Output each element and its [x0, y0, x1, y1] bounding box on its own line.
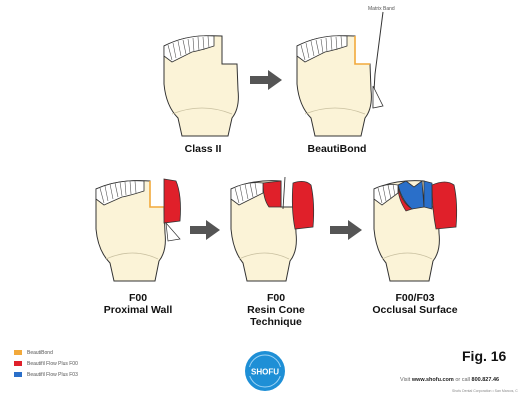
tooth-occlusal-surface	[366, 175, 471, 285]
swatch-icon	[14, 350, 22, 355]
legend-item-f00: Beautifil Flow Plus F00	[14, 358, 78, 369]
logo-text: SHOFU	[251, 368, 279, 377]
footer-url: www.shofu.com	[412, 377, 454, 383]
footer-visit-text: Visit	[400, 377, 412, 383]
arrow-right-icon	[250, 70, 282, 90]
tooth-beautibond	[285, 10, 395, 138]
caption-occlusal-line2: Occlusal Surface	[360, 304, 470, 316]
tooth-proximal-wall	[88, 175, 188, 285]
figure-number: Fig. 16	[462, 348, 506, 364]
caption-class-ii: Class II	[160, 143, 246, 155]
caption-occlusal-line1: F00/F03	[360, 292, 470, 304]
legend-label: Beautifil Flow Plus F00	[27, 361, 78, 367]
swatch-icon	[14, 361, 22, 366]
footer-or-call: or call	[454, 377, 472, 383]
caption-resin-line3: Technique	[226, 316, 326, 328]
legend-label: BeautiBond	[27, 350, 53, 356]
footer-phone: 800.827.46	[472, 377, 500, 383]
caption-proximal-line2: Proximal Wall	[88, 304, 188, 316]
arrow-right-icon	[190, 220, 220, 240]
footer-visit: Visit www.shofu.com or call 800.827.46	[400, 377, 499, 383]
legend-label: Beautifil Flow Plus F03	[27, 372, 78, 378]
caption-resin-cone: F00 Resin Cone Technique	[226, 292, 326, 328]
caption-beautibond: BeautiBond	[294, 143, 380, 155]
legend: BeautiBond Beautifil Flow Plus F00 Beaut…	[14, 347, 78, 380]
legend-item-beautibond: BeautiBond	[14, 347, 78, 358]
legend-item-f03: Beautifil Flow Plus F03	[14, 369, 78, 380]
footer-company: Shofu Dental Corporation • San Marcos, C	[452, 389, 518, 393]
tooth-resin-cone	[223, 175, 328, 285]
arrow-right-icon	[330, 220, 362, 240]
caption-proximal-line1: F00	[88, 292, 188, 304]
caption-resin-line1: F00	[226, 292, 326, 304]
shofu-logo: SHOFU	[244, 350, 286, 392]
caption-occlusal-surface: F00/F03 Occlusal Surface	[360, 292, 470, 316]
caption-proximal-wall: F00 Proximal Wall	[88, 292, 188, 316]
caption-resin-line2: Resin Cone	[226, 304, 326, 316]
swatch-icon	[14, 372, 22, 377]
tooth-class-ii	[152, 28, 252, 138]
